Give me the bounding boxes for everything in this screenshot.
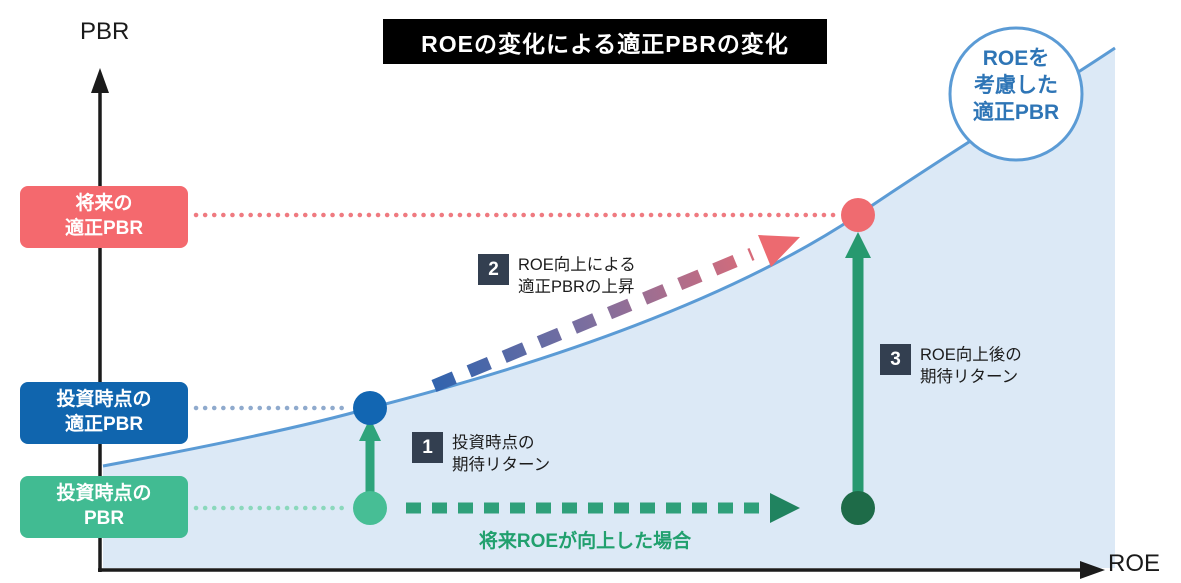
expected-return-arrow-1-head <box>359 418 381 441</box>
fair-pbr-rise-arrow-head <box>758 235 800 267</box>
y-axis-arrowhead <box>91 68 109 93</box>
step-2-badge: 2 <box>478 254 509 285</box>
step-2-text-line2: 適正PBRの上昇 <box>518 277 635 296</box>
step-3-badge: 3 <box>880 344 911 375</box>
label-future-fair-pbr: 将来の 適正PBR <box>20 186 188 248</box>
step-1-text: 投資時点の 期待リターン <box>452 432 550 477</box>
label-invest-fair-pbr: 投資時点の 適正PBR <box>20 382 188 444</box>
roe-circle-label-line1: ROEを <box>982 47 1050 70</box>
step-2-text-line1: ROE向上による <box>518 256 636 274</box>
step-1-text-line2: 期待リターン <box>452 455 551 474</box>
roe-circle-bubble <box>948 26 1084 162</box>
step-3-text: ROE向上後の 期待リターン <box>920 344 1022 389</box>
y-axis-label: PBR <box>80 18 130 45</box>
label-invest-pbr-line1: 投資時点の <box>56 483 152 505</box>
diagram-title: ROEの変化による適正PBRの変化 <box>383 19 827 64</box>
step-1-text-line1: 投資時点の <box>452 434 535 452</box>
invest-pbr-dot <box>353 491 387 525</box>
expected-return-arrow-3-head <box>845 232 871 258</box>
step-3: 3 ROE向上後の 期待リターン <box>880 344 1022 389</box>
roe-circle-label-line2: 考慮した <box>974 73 1058 97</box>
fair-pbr-rise-arrow-shaft <box>431 247 755 393</box>
x-axis-arrowhead <box>1080 561 1105 579</box>
label-invest-fair-pbr-line1: 投資時点の <box>56 389 152 411</box>
label-invest-pbr-line2: PBR <box>83 508 125 529</box>
roe-improve-arrow-head <box>770 493 800 523</box>
future-roe-note: 将来ROEが向上した場合 <box>478 531 692 552</box>
step-3-text-line1: ROE向上後の <box>920 346 1022 364</box>
label-future-fair-pbr-line1: 将来の <box>75 193 133 215</box>
step-2-text: ROE向上による 適正PBRの上昇 <box>518 254 636 299</box>
x-axis-label: ROE <box>1108 550 1161 577</box>
roe-circle-label-line3: 適正PBR <box>972 100 1060 124</box>
label-invest-fair-pbr-line2: 適正PBR <box>64 414 144 435</box>
step-2: 2 ROE向上による 適正PBRの上昇 <box>478 254 636 299</box>
step-3-text-line2: 期待リターン <box>920 367 1019 386</box>
future-pbr-dot <box>841 491 875 525</box>
label-future-fair-pbr-line2: 適正PBR <box>64 218 144 239</box>
invest-fair-pbr-dot <box>353 391 387 425</box>
label-invest-pbr: 投資時点の PBR <box>20 476 188 538</box>
roe-circle-label: ROEを 考慮した 適正PBR <box>950 46 1082 127</box>
future-fair-pbr-dot <box>841 198 875 232</box>
step-1: 1 投資時点の 期待リターン <box>412 432 550 477</box>
step-1-badge: 1 <box>412 432 443 463</box>
